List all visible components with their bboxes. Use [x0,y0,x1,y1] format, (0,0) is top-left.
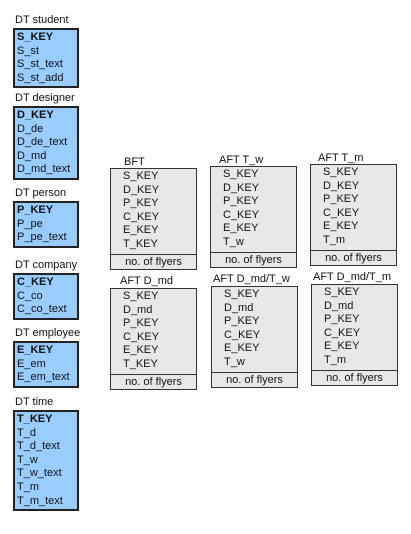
fact-measure: no. of flyers [111,373,196,389]
foreign-key: D_KEY [323,179,360,192]
fact-table: S_KEY D_KEY P_KEY C_KEY E_KEY T_m no. of… [310,164,397,266]
fact-keys: S_KEY D_KEY P_KEY C_KEY E_KEY T_w [211,167,296,252]
foreign-key: P_KEY [324,313,360,326]
attribute: S_st_add [17,71,64,84]
foreign-key: P_KEY [123,197,159,210]
foreign-key: E_KEY [123,224,159,237]
foreign-key: E_KEY [123,344,159,357]
primary-key: T_KEY [17,413,53,425]
attribute: T_m [17,480,39,493]
fact-keys: S_KEY D_KEY P_KEY C_KEY E_KEY T_KEY [111,169,196,254]
fact-title: AFT D_md/T_w [213,273,290,285]
dimension-table: D_KEY D_de D_de_text D_md D_md_text [13,106,79,180]
fact-title: AFT D_md [120,275,173,287]
fact-measure: no. of flyers [311,249,396,265]
foreign-key: P_KEY [323,193,359,206]
dimension-table: S_KEY S_st S_st_text S_st_add [13,28,79,89]
dimension-title: DT time [15,396,54,408]
foreign-key: D_md [324,299,354,312]
fact-measure: no. of flyers [111,253,196,269]
dimension-table: E_KEY E_em E_em_text [13,341,79,388]
attribute: E_em_text [17,371,70,384]
primary-key: S_KEY [17,31,54,43]
foreign-key: T_w [224,355,245,368]
attribute: P_pe [17,217,43,230]
foreign-key: D_md [123,303,153,316]
foreign-key: S_KEY [323,166,359,178]
foreign-key: S_KEY [324,286,360,298]
attribute: T_w [17,453,38,466]
fact-keys: S_KEY D_md P_KEY C_KEY E_KEY T_m [312,285,397,370]
fact-title: BFT [124,156,145,168]
attribute: S_st_text [17,58,63,71]
foreign-key: T_KEY [123,237,158,250]
fact-title: AFT D_md/T_m [313,271,392,283]
foreign-key: T_KEY [123,357,158,370]
foreign-key: S_KEY [123,170,159,182]
attribute: P_pe_text [17,231,67,244]
foreign-key: P_KEY [123,317,159,330]
attribute: T_w_text [17,467,62,480]
foreign-key: P_KEY [224,315,260,328]
foreign-key: E_KEY [323,220,359,233]
attribute: D_md_text [17,163,71,176]
foreign-key: S_KEY [224,288,260,300]
fact-table: S_KEY D_KEY P_KEY C_KEY E_KEY T_w no. of… [210,166,297,268]
dimension-title: DT employee [15,327,81,339]
attribute: D_de [17,122,44,135]
attribute: T_d [17,426,36,439]
dimension-title: DT company [15,259,78,271]
dimension-title: DT person [15,187,67,199]
fact-title: AFT T_w [219,154,264,166]
foreign-key: T_w [223,235,244,248]
fact-measure: no. of flyers [211,251,296,267]
foreign-key: C_KEY [324,326,361,339]
dimension-title: DT student [15,14,69,26]
foreign-key: T_m [323,233,345,246]
foreign-key: S_KEY [123,290,159,302]
fact-keys: S_KEY D_KEY P_KEY C_KEY E_KEY T_m [311,165,396,250]
attribute: D_md [17,149,47,162]
attribute: T_d_text [17,440,60,453]
dimension-table: T_KEY T_d T_d_text T_w T_w_text T_m T_m_… [13,410,79,512]
primary-key: D_KEY [17,109,54,121]
foreign-key: D_KEY [123,183,160,196]
foreign-key: C_KEY [123,210,160,223]
foreign-key: E_KEY [324,340,360,353]
foreign-key: P_KEY [223,195,259,208]
fact-measure: no. of flyers [312,369,397,385]
primary-key: E_KEY [17,344,54,356]
primary-key: P_KEY [17,204,54,216]
foreign-key: C_KEY [223,208,260,221]
foreign-key: S_KEY [223,168,259,180]
fact-table: S_KEY D_md P_KEY C_KEY E_KEY T_m no. of … [311,284,398,386]
foreign-key: E_KEY [223,222,259,235]
attribute: D_de_text [17,136,68,149]
foreign-key: C_KEY [123,330,160,343]
fact-table: S_KEY D_KEY P_KEY C_KEY E_KEY T_KEY no. … [110,168,197,270]
foreign-key: D_md [224,301,254,314]
attribute: E_em [17,357,46,370]
foreign-key: C_KEY [224,328,261,341]
foreign-key: D_KEY [223,181,260,194]
attribute: T_m_text [17,494,63,507]
fact-title: AFT T_m [318,152,364,164]
foreign-key: C_KEY [323,206,360,219]
dimension-table: P_KEY P_pe P_pe_text [13,201,79,248]
foreign-key: T_m [324,353,346,366]
attribute: S_st [17,44,40,57]
fact-keys: S_KEY D_md P_KEY C_KEY E_KEY T_w [212,287,297,372]
dimension-title: DT designer [15,92,75,104]
attribute: C_co [17,289,43,302]
dimension-table: C_KEY C_co C_co_text [13,273,79,320]
foreign-key: E_KEY [224,342,260,355]
fact-keys: S_KEY D_md P_KEY C_KEY E_KEY T_KEY [111,289,196,374]
primary-key: C_KEY [17,276,54,288]
fact-table: S_KEY D_md P_KEY C_KEY E_KEY T_KEY no. o… [110,288,197,390]
fact-measure: no. of flyers [212,371,297,387]
fact-table: S_KEY D_md P_KEY C_KEY E_KEY T_w no. of … [211,286,298,388]
attribute: C_co_text [17,303,67,316]
